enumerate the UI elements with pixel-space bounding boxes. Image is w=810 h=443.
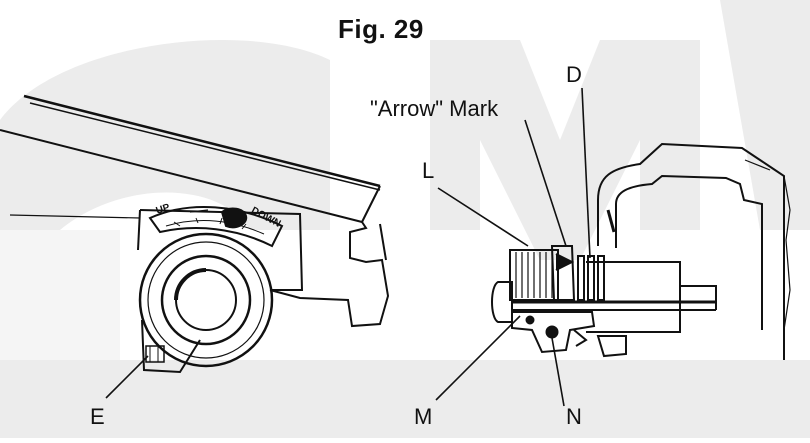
- label-l: L: [422, 158, 435, 183]
- leader-n: [551, 337, 565, 407]
- label-arrow-mark: "Arrow" Mark: [370, 96, 499, 121]
- label-e: E: [90, 404, 105, 429]
- left-assembly: [0, 94, 390, 374]
- leader-l: [437, 187, 529, 247]
- label-m: M: [414, 404, 433, 429]
- leader-d: [581, 87, 591, 259]
- leader-arrow-mark: [524, 119, 567, 247]
- right-assembly: [491, 142, 791, 360]
- leader-m: [435, 315, 521, 401]
- leader-lines: [105, 87, 591, 407]
- figure-title: Fig. 29: [338, 14, 424, 44]
- leader-e: [105, 355, 149, 399]
- label-d: D: [566, 62, 582, 87]
- label-n: N: [566, 404, 582, 429]
